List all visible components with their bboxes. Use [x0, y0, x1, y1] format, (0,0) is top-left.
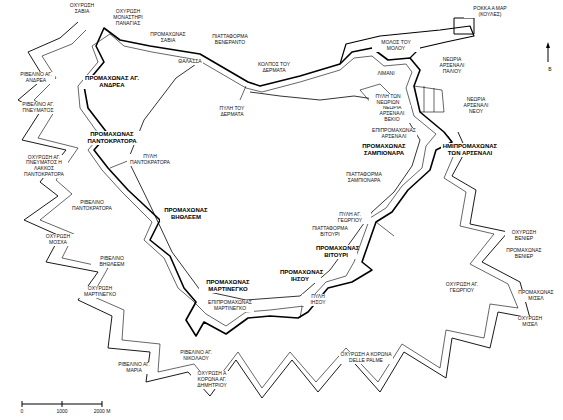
place-label: ΟΧΥΡΩΣΗ Α ΚΟΡΩΝΑ DELLE PALME	[339, 352, 393, 364]
north-arrowhead	[546, 42, 550, 48]
place-label: ΠΡΟΜΑΧΩΝΑΣ ΣΑΒΙΑ	[147, 32, 189, 44]
bastion-label: ΠΡΟΜΑΧΩΝΑΣ ΣΑΜΠΙΟΝΑΡΑ	[355, 143, 413, 157]
place-label: ΠΙΑΤΤΑΦΟΡΜΑ ΣΑΜΠΙΟΝΑΡΑ	[340, 172, 388, 184]
place-label: 2000 Μ	[93, 409, 112, 415]
place-label: ΠΥΛΗ ΙΗΣΟΥ	[302, 294, 334, 306]
place-label: ΕΠΙΠΡΟΜΑΧΩΝΑΣ ΑΡΣΕΝΑΛΙ	[371, 128, 417, 140]
place-label: ΝΕΩΡΙΑ ΑΡΣΕΝΑΛΙ ΝΕΟΥ	[455, 97, 497, 114]
place-label: ΡΙΒΕΛΙΝΟ ΑΓ. ΜΑΡΙΑ	[115, 362, 153, 374]
place-label: ΚΟΛΠΟΣ ΤΟΥ ΔΕΡΜΑΤΑ	[253, 62, 295, 74]
place-label: ΡΙΒΕΛΙΝΟ ΒΗΘΛΕΕΜ	[91, 256, 133, 268]
place-label: Β	[547, 67, 552, 73]
place-label: ΡΙΒΕΛΙΝΟ ΑΓ. ΑΝΔΡΕΑ	[17, 72, 55, 84]
place-label: ΠΥΛΗ ΤΩΝ ΝΕΩΡΙΩΝ	[369, 94, 407, 106]
place-label: ΛΙΜΑΝΙ	[376, 71, 395, 77]
place-label: ΟΧΥΡΩΣΗ ΜΟΝΑΣΤΗΡΙ ΠΑΝΑΓΙΑΣ	[102, 9, 154, 26]
place-label: ΡΟΚΚΑ Α ΜΑΡ (ΚΟΥΛΕΣ)	[464, 6, 516, 18]
north-arrow	[548, 48, 549, 62]
place-label: ΠΡΟΜΑΧΩΝΑΣ ΜΙΣΕΛ	[517, 290, 555, 302]
place-label: ΠΡΟΜΑΧΩΝΑΣ ΒΕΝΙΕΡ	[503, 248, 545, 260]
place-label: ΟΧΥΡΩΣΗ ΑΓ. ΠΝΕΥΜΑΤΟΣ Η ΛΑΚΚΟΣ ΠΑΝΤΟΚΡΑΤ…	[20, 155, 68, 178]
place-label: ΟΧΥΡΩΣΗ ΣΑΒΙΑ	[61, 3, 103, 15]
outer-outworks	[18, 22, 530, 398]
scale-bar	[22, 401, 102, 407]
outer-outworks-inner	[34, 30, 518, 388]
inner-wall	[128, 60, 420, 300]
place-label: ΟΧΥΡΩΣΗ ΜΟΣΧΑ	[39, 234, 77, 246]
place-label: ΟΧΥΡΩΣΗ ΜΑΡΤΙΝΕΓΚΟ	[79, 286, 121, 298]
gate-passages	[110, 86, 394, 318]
place-label: ΜΟΛΟΣ ΤΟΥ ΜΟΛΟΥ	[372, 40, 420, 52]
place-label: ΠΙΑΤΤΑΦΟΡΜΑ ΒΕΝΕΡΑΝΤΟ	[207, 34, 253, 46]
place-label: ΟΧΥΡΩΣΗ ΑΓ. ΓΕΩΡΓΙΟΥ	[441, 282, 483, 294]
place-label: 0	[20, 409, 25, 415]
bastion-label: ΠΡΟΜΑΧΩΝΑΣ ΜΑΡΤΙΝΕΓΚΟ	[199, 279, 257, 293]
bastion-label: ΠΡΟΜΑΧΩΝΑΣ ΠΑΝΤΟΚΡΑΤΟΡΑ	[83, 131, 141, 145]
place-label: ΝΕΩΡΙΑ ΑΡΣΕΝΑΛΙ ΠΑΛΙΟΥ	[431, 57, 473, 74]
place-label: ΕΠΙΠΡΟΜΑΧΩΝΑΣ ΜΑΡΤΙΝΕΓΚΟ	[206, 300, 254, 312]
main-enceinte	[84, 28, 452, 336]
bastion-label: ΠΡΟΜΑΧΩΝΑΣ ΒΗΘΛΕΕΜ	[160, 207, 212, 221]
koules-fort	[454, 18, 474, 34]
place-label: 1000	[55, 409, 68, 415]
place-label: ΟΧΥΡΩΣΗ ΒΕΝΙΕΡ	[505, 230, 543, 242]
place-label: ΠΙΑΤΤΑΦΟΡΜΑ ΒΙΤΟΥΡΙ	[309, 226, 351, 238]
place-label: ΠΥΛΗ ΠΑΝΤΟΚΡΑΤΟΡΑ	[127, 154, 173, 166]
place-label: ΟΧΥΡΩΣΗ ΜΙΣΕΛ	[511, 316, 549, 328]
main-enceinte-inner	[78, 34, 436, 326]
bastion-label: ΗΜΙΠΡΟΜΑΧΩΝΑΣ ΤΩΝ ΑΡΣΕΝΑΛΙ	[441, 143, 499, 157]
place-label: ΠΥΛΗ ΤΟΥ ΔΕΡΜΑΤΑ	[211, 106, 253, 118]
place-label: ΡΙΒΕΛΙΝΟ ΑΓ. ΝΙΚΟΛΑΟΥ	[175, 350, 217, 362]
place-label: ΟΧΥΡΩΣΗ Α ΚΟΡΩΝΑ ΑΓ. ΔΗΜΗΤΡΙΟΥ	[191, 371, 233, 388]
place-label: ΠΥΛΗ ΑΓ. ΓΕΩΡΓΙΟΥ	[329, 212, 371, 224]
place-label: ΝΕΩΡΙΑ ΑΡΣΕΝΑΛΙ ΒΕΚΙΟ	[373, 105, 411, 122]
bastion-label: ΠΡΟΜΑΧΩΝΑΣ ΙΗΣΟΥ	[279, 269, 321, 283]
place-label: ΡΙΒΕΛΙΝΟ ΠΑΝΤΟΚΡΑΤΟΡΑ	[71, 200, 113, 212]
place-label: ΡΙΒΕΛΙΝΟ ΑΓ. ΠΝΕΥΜΑΤΟΣ	[17, 102, 59, 114]
place-label: ΘΑΛΑΣΣΑ	[177, 59, 202, 65]
bastion-label: ΠΡΟΜΑΧΩΝΑΣ ΑΓ. ΑΝΔΡΕΑ	[83, 75, 141, 89]
bastion-label: ΠΡΟΜΑΧΩΝΑΣ ΒΙΤΟΥΡΙ	[315, 245, 357, 259]
